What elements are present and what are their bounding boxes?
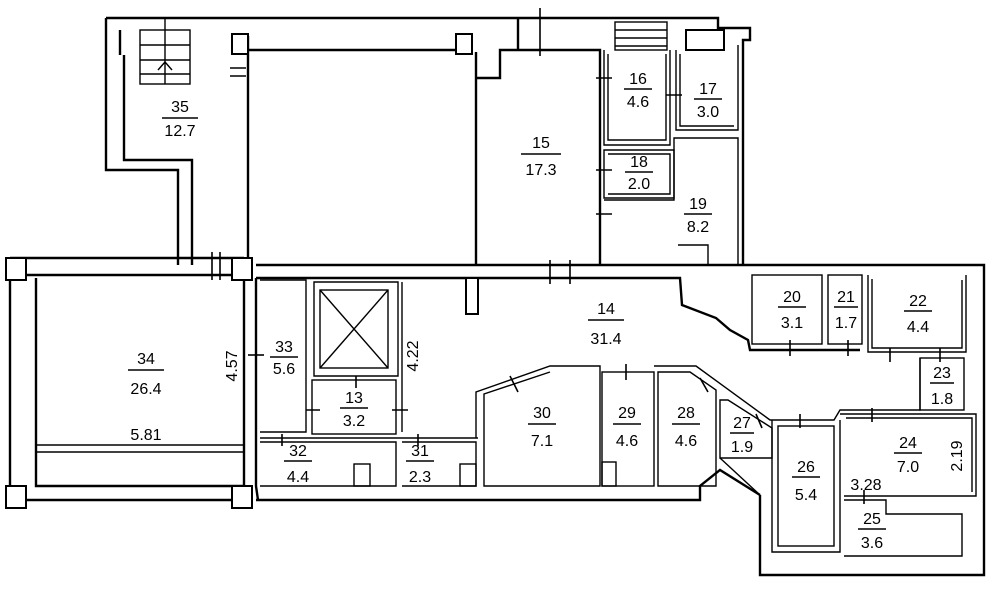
svg-text:12.7: 12.7	[164, 123, 195, 140]
svg-text:29: 29	[618, 405, 636, 422]
dimension-219: 2.19	[949, 440, 966, 471]
dimension-328: 3.28	[850, 477, 881, 494]
room-28-label: 28 4.6	[672, 405, 700, 450]
dimension-581: 5.81	[130, 427, 161, 444]
svg-text:13: 13	[345, 390, 363, 407]
svg-text:26: 26	[797, 459, 815, 476]
svg-text:25: 25	[863, 511, 881, 528]
room-24-label: 24 7.0	[894, 435, 922, 476]
svg-text:3.0: 3.0	[697, 104, 719, 121]
svg-text:4.6: 4.6	[627, 94, 649, 111]
svg-text:4.4: 4.4	[287, 469, 309, 486]
svg-text:1.9: 1.9	[731, 439, 753, 456]
room-21-label: 21 1.7	[834, 289, 858, 332]
room-13-label: 13 3.2	[340, 390, 368, 430]
svg-text:14: 14	[597, 301, 615, 318]
svg-text:24: 24	[899, 435, 917, 452]
svg-text:4.6: 4.6	[616, 433, 638, 450]
room-29-label: 29 4.6	[613, 405, 641, 450]
room-31-label: 31 2.3	[406, 443, 434, 486]
svg-text:5.6: 5.6	[273, 361, 295, 378]
svg-text:2.3: 2.3	[409, 469, 431, 486]
svg-text:20: 20	[783, 289, 801, 306]
room-27-label: 27 1.9	[730, 415, 754, 456]
svg-text:4.6: 4.6	[675, 433, 697, 450]
svg-text:32: 32	[289, 443, 307, 460]
interior-walls	[139, 18, 977, 557]
svg-text:30: 30	[533, 405, 551, 422]
svg-text:33: 33	[275, 339, 293, 356]
room-35-label: 35 12.7	[162, 99, 198, 140]
svg-text:1.8: 1.8	[931, 391, 953, 408]
svg-text:26.4: 26.4	[130, 381, 161, 398]
svg-text:5.4: 5.4	[795, 487, 817, 504]
svg-text:7.1: 7.1	[531, 433, 553, 450]
dimension-labels: 4.57 4.22 5.81 2.19 3.28	[130, 340, 966, 494]
dimension-422: 4.22	[405, 340, 422, 371]
svg-text:4.4: 4.4	[907, 319, 929, 336]
room-26-label: 26 5.4	[792, 459, 820, 504]
svg-text:27: 27	[733, 415, 751, 432]
room-20-label: 20 3.1	[778, 289, 806, 332]
room-15-label: 15 17.3	[521, 135, 561, 179]
svg-text:28: 28	[677, 405, 695, 422]
room-33-label: 33 5.6	[270, 339, 298, 378]
svg-text:3.6: 3.6	[861, 535, 883, 552]
room-25-label: 25 3.6	[858, 511, 886, 552]
room-14-label: 14 31.4	[588, 301, 624, 348]
room-labels: 35 12.7 15 17.3 16 4.6 17 3.0 18 2.0 19 …	[128, 71, 954, 552]
svg-text:1.7: 1.7	[835, 315, 857, 332]
svg-text:16: 16	[629, 71, 647, 88]
svg-text:35: 35	[171, 99, 189, 116]
room-22-label: 22 4.4	[904, 293, 932, 336]
svg-text:19: 19	[689, 196, 707, 213]
svg-text:18: 18	[630, 154, 648, 171]
room-17-label: 17 3.0	[694, 81, 722, 121]
svg-text:34: 34	[137, 351, 155, 368]
svg-text:7.0: 7.0	[897, 459, 919, 476]
svg-text:8.2: 8.2	[687, 219, 709, 236]
room-32-label: 32 4.4	[284, 443, 312, 486]
svg-text:2.0: 2.0	[628, 176, 650, 193]
room-16-label: 16 4.6	[624, 71, 652, 111]
door-ticks	[211, 8, 941, 504]
room-30-label: 30 7.1	[528, 405, 556, 450]
room-34-label: 34 26.4	[128, 351, 164, 398]
svg-text:21: 21	[837, 289, 855, 306]
columns	[5, 33, 479, 509]
room-18-label: 18 2.0	[625, 154, 653, 193]
svg-text:17: 17	[699, 81, 717, 98]
svg-text:3.2: 3.2	[343, 413, 365, 430]
svg-text:3.1: 3.1	[781, 315, 803, 332]
svg-text:31: 31	[411, 443, 429, 460]
svg-text:15: 15	[532, 135, 550, 152]
svg-text:23: 23	[933, 365, 951, 382]
outer-walls	[8, 16, 986, 577]
svg-text:22: 22	[909, 293, 927, 310]
dimension-457: 4.57	[224, 350, 241, 381]
room-19-label: 19 8.2	[684, 196, 712, 236]
svg-text:17.3: 17.3	[525, 162, 556, 179]
svg-text:31.4: 31.4	[590, 331, 621, 348]
room-23-label: 23 1.8	[930, 365, 954, 408]
